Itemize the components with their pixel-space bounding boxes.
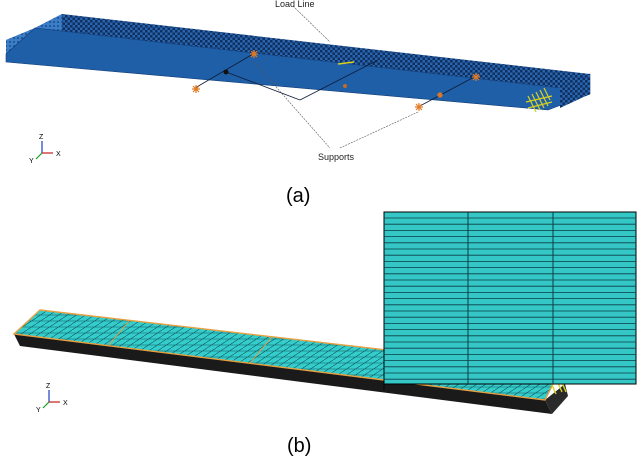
load-line-1: [225, 71, 301, 101]
supports-callout-right: [339, 111, 419, 149]
support-marker: [415, 103, 423, 111]
support-marker: [250, 50, 258, 58]
panel-a-caption: (a): [286, 185, 311, 207]
axis-z-label: Z: [46, 383, 51, 390]
panel-b-mesh-model: Z X Y: [12, 211, 637, 414]
axis-y-label: Y: [29, 158, 34, 165]
load-arrow: [337, 61, 355, 65]
load-line-label: Load Line: [275, 0, 315, 9]
supports-label: Supports: [318, 152, 355, 162]
support-markers: [192, 50, 480, 111]
load-markers: [223, 61, 355, 88]
support-marker: [472, 73, 480, 81]
support-line-right: [417, 75, 477, 108]
load-line-2: [299, 59, 379, 101]
axis-triad-b: Z X Y: [36, 383, 68, 414]
panel-a-beam-model: Load Line Supports Z X Y: [5, 0, 591, 165]
support-marker: [437, 92, 443, 98]
mesh-zoom-inset: [383, 211, 637, 385]
axis-x-label: X: [63, 400, 68, 407]
axis-x-label: X: [56, 151, 61, 158]
beam-top-face: [35, 14, 590, 88]
axis-triad-a: Z X Y: [29, 134, 61, 165]
end-boundary-condition: [525, 87, 553, 113]
axis-z-label: Z: [39, 134, 44, 141]
slab-side: [14, 334, 552, 414]
panel-b-caption: (b): [287, 435, 312, 457]
load-line-callout: [292, 5, 331, 43]
supports-callout-left: [253, 61, 331, 149]
load-point: [343, 84, 347, 88]
axis-y-label: Y: [36, 407, 41, 414]
load-point: [223, 69, 229, 75]
support-marker: [192, 85, 200, 93]
